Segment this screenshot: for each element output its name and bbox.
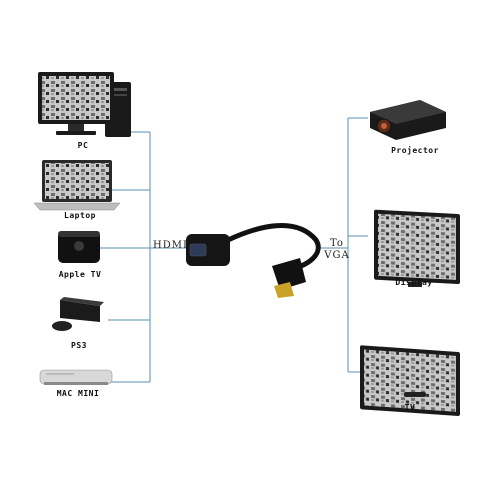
device-label-mac-mini: MAC MINI [56, 389, 100, 398]
connector-lines [98, 117, 368, 383]
projector-icon [370, 100, 446, 140]
laptop-icon [33, 160, 121, 211]
display-monitor-icon [374, 209, 460, 287]
tv-icon [360, 345, 460, 417]
hdmi-to-vga-adapter-icon [186, 223, 321, 298]
device-label-display: Display [395, 278, 433, 287]
device-label-tv: TV [404, 403, 416, 412]
device-label-apple-tv: Apple TV [58, 270, 102, 279]
device-label-pc: PC [77, 141, 89, 150]
ps3-console-icon [52, 297, 104, 331]
pc-icon [38, 72, 131, 137]
adapter-input-label: HDMI [153, 240, 188, 251]
adapter-output-label: To VGA [324, 238, 350, 261]
device-label-ps3: PS3 [71, 341, 87, 350]
mac-mini-icon [39, 369, 113, 385]
device-label-laptop: Laptop [64, 211, 96, 220]
apple-tv-icon [58, 231, 100, 263]
device-label-projector: Projector [391, 146, 439, 155]
